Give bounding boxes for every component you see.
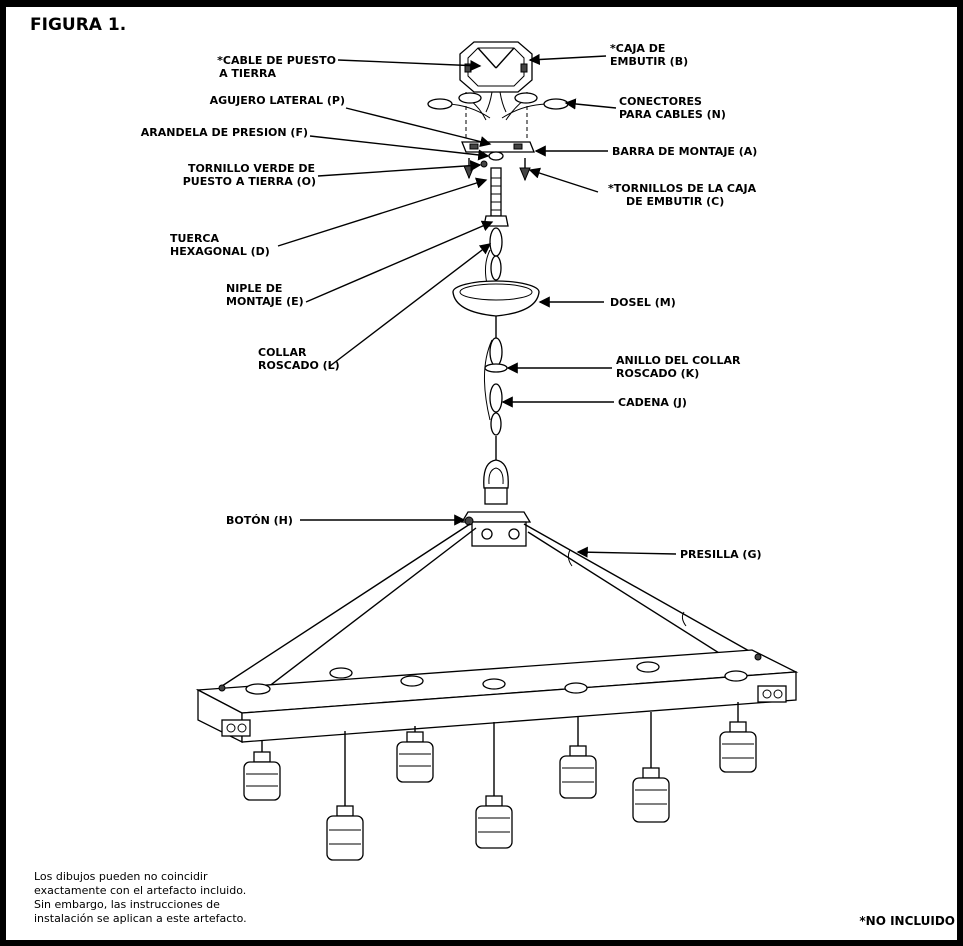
label-collar-2: ROSCADO (L) — [258, 359, 340, 372]
wire-connectors — [427, 92, 569, 121]
lower-chain — [484, 316, 508, 462]
green-ground-screw — [480, 160, 488, 168]
outlet-box — [459, 41, 533, 113]
note-line-1: Los dibujos pueden no coincidir — [34, 870, 208, 883]
label-ground-cable-2: A TIERRA — [219, 67, 276, 80]
note-line-3: Sin embargo, las instrucciones de — [34, 898, 220, 911]
socket-3 — [396, 726, 434, 783]
label-collar-1: COLLAR — [258, 346, 307, 359]
disclaimer-note: Los dibujos pueden no coincidir exactame… — [34, 870, 247, 925]
canopy — [452, 280, 540, 317]
part-labels: *CABLE DE PUESTO A TIERRA *CAJA DE EMBUT… — [141, 42, 762, 561]
note-line-2: exactamente con el artefacto incluido. — [34, 884, 246, 897]
collar-ring — [484, 363, 508, 373]
label-clip: PRESILLA (G) — [680, 548, 762, 561]
hub-assembly — [460, 459, 532, 547]
socket-1 — [243, 740, 281, 801]
label-green-screw-1: TORNILLO VERDE DE — [188, 162, 315, 175]
label-nipple-2: MONTAJE (E) — [226, 295, 304, 308]
socket-2 — [326, 731, 364, 861]
note-line-4: instalación se aplican a este artefacto. — [34, 912, 247, 925]
socket-7 — [719, 702, 757, 773]
socket-6 — [632, 712, 670, 823]
mounting-nipple — [483, 167, 509, 227]
label-chain: CADENA (J) — [618, 396, 687, 409]
label-canopy: DOSEL (M) — [610, 296, 676, 309]
figure-title: FIGURA 1. — [30, 15, 126, 35]
upper-chain — [485, 227, 503, 301]
leader-lines — [277, 53, 677, 558]
socket-5 — [559, 716, 597, 799]
label-collar-ring-1: ANILLO DEL COLLAR — [616, 354, 741, 367]
label-ground-cable-1: *CABLE DE PUESTO — [217, 54, 336, 67]
label-connectors-1: CONECTORES — [619, 95, 702, 108]
label-outlet-box-1: *CAJA DE — [610, 42, 665, 55]
clip — [567, 549, 573, 567]
label-collar-ring-2: ROSCADO (K) — [616, 367, 699, 380]
label-connectors-2: PARA CABLES (N) — [619, 108, 726, 121]
not-included-note: *NO INCLUIDO — [859, 914, 955, 928]
fixture-bar — [195, 649, 799, 744]
label-nipple-1: NIPLE DE — [226, 282, 282, 295]
label-box-screws-2: DE EMBUTIR (C) — [626, 195, 724, 208]
label-box-screws-1: *TORNILLOS DE LA CAJA — [608, 182, 757, 195]
label-knob: BOTÓN (H) — [226, 514, 293, 527]
socket-4 — [475, 722, 513, 849]
label-washer: ARANDELA DE PRESION (F) — [141, 126, 308, 139]
suspension-wires — [221, 523, 769, 711]
label-mounting-bar: BARRA DE MONTAJE (A) — [612, 145, 757, 158]
knob — [464, 516, 474, 526]
label-side-hole: AGUJERO LATERAL (P) — [210, 94, 345, 107]
label-hex-nut-1: TUERCA — [170, 232, 219, 245]
label-outlet-box-2: EMBUTIR (B) — [610, 55, 688, 68]
lock-washer — [488, 151, 504, 161]
label-hex-nut-2: HEXAGONAL (D) — [170, 245, 270, 258]
label-green-screw-2: PUESTO A TIERRA (O) — [183, 175, 316, 188]
